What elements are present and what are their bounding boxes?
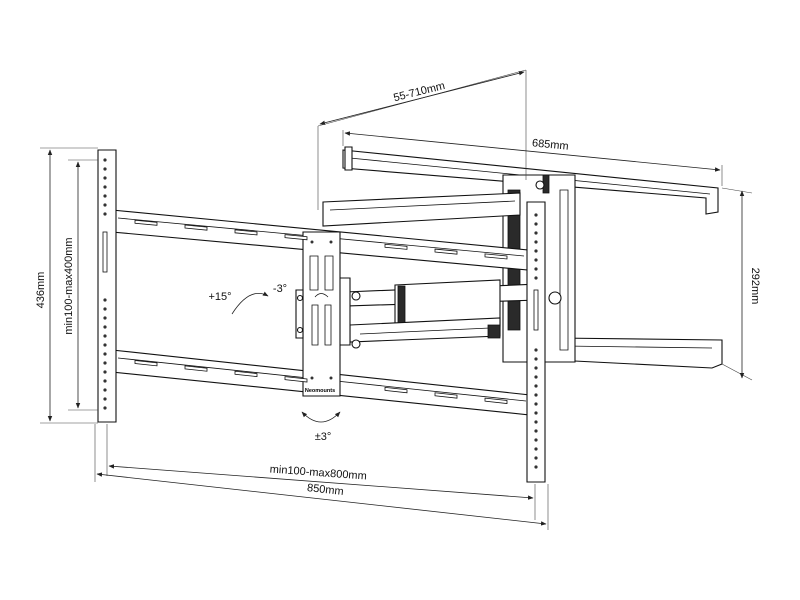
rail-slot [134, 219, 158, 226]
rail-slot [284, 234, 308, 241]
dim-arm-width-label: 685mm [531, 137, 569, 152]
rail-slot [384, 386, 408, 394]
brand-label: Neomounts [305, 388, 335, 394]
vesa-hole [534, 375, 538, 379]
vesa-hole [103, 316, 107, 320]
vesa-hole [103, 406, 107, 410]
rail-slot [284, 376, 308, 383]
vesa-hole [534, 258, 538, 262]
tv-bracket [97, 149, 546, 483]
vesa-hole [103, 176, 107, 180]
vesa-hole [534, 240, 538, 244]
vesa-slot [533, 289, 539, 331]
vesa-hole [534, 249, 538, 253]
vesa-hole [534, 402, 538, 406]
rail-slot [184, 224, 208, 231]
rail-slot [134, 360, 158, 367]
rail-slot [234, 229, 258, 236]
rail-slot [234, 370, 258, 378]
dim-extension-label: 55-710mm [392, 80, 446, 104]
vesa-hole [534, 267, 538, 271]
vesa-hole [534, 348, 538, 352]
vesa-hole [103, 361, 107, 365]
vesa-hole [103, 379, 107, 383]
vesa-hole [534, 357, 538, 361]
rail-slot [434, 248, 458, 255]
vesa-hole [103, 388, 107, 392]
vesa-hole [534, 447, 538, 451]
vesa-hole [534, 429, 538, 433]
dim-vesa-vertical-label: min100-max400mm [63, 237, 75, 334]
vesa-hole [534, 420, 538, 424]
vesa-hole [534, 411, 538, 415]
tilt-up-label: +15° [208, 291, 231, 303]
dim-outer-width-label: 850mm [306, 482, 344, 498]
vesa-hole [103, 185, 107, 189]
vesa-hole [534, 393, 538, 397]
rail-slot [384, 243, 408, 250]
dimension-lines [40, 69, 753, 530]
vesa-hole [103, 325, 107, 329]
tilt-arrows [231, 291, 341, 423]
vesa-hole [103, 298, 107, 302]
vesa-hole [534, 465, 538, 469]
rail-slots [134, 219, 508, 404]
dim-outer-height-label: 436mm [35, 272, 47, 309]
tilt-down-label: -3° [273, 283, 287, 295]
vesa-hole [103, 194, 107, 198]
articulating-arms [322, 192, 541, 349]
vesa-hole [103, 212, 107, 216]
vesa-hole [534, 366, 538, 370]
dim-vesa-horizontal-label: min100-max800mm [269, 463, 367, 482]
vesa-hole [534, 384, 538, 388]
vesa-hole [103, 307, 107, 311]
vesa-hole [103, 203, 107, 207]
vesa-hole [534, 456, 538, 460]
rail-slot [434, 392, 458, 399]
vesa-hole [103, 334, 107, 338]
vesa-hole [103, 370, 107, 374]
vesa-hole [103, 352, 107, 356]
vesa-hole [534, 231, 538, 235]
vesa-holes [102, 158, 539, 469]
vesa-hole [103, 397, 107, 401]
vesa-hole [534, 213, 538, 217]
vesa-slot [102, 231, 108, 273]
vesa-hole [103, 167, 107, 171]
rail-slot [484, 397, 508, 404]
vesa-hole [103, 343, 107, 347]
roll-label: ±3° [315, 431, 332, 443]
vesa-hole [534, 276, 538, 280]
dim-arm-height-label: 292mm [749, 268, 761, 305]
vesa-hole [534, 438, 538, 442]
rail-slot [184, 365, 208, 372]
vesa-hole [534, 222, 538, 226]
rail-slot [484, 253, 508, 260]
vesa-hole [103, 158, 107, 162]
